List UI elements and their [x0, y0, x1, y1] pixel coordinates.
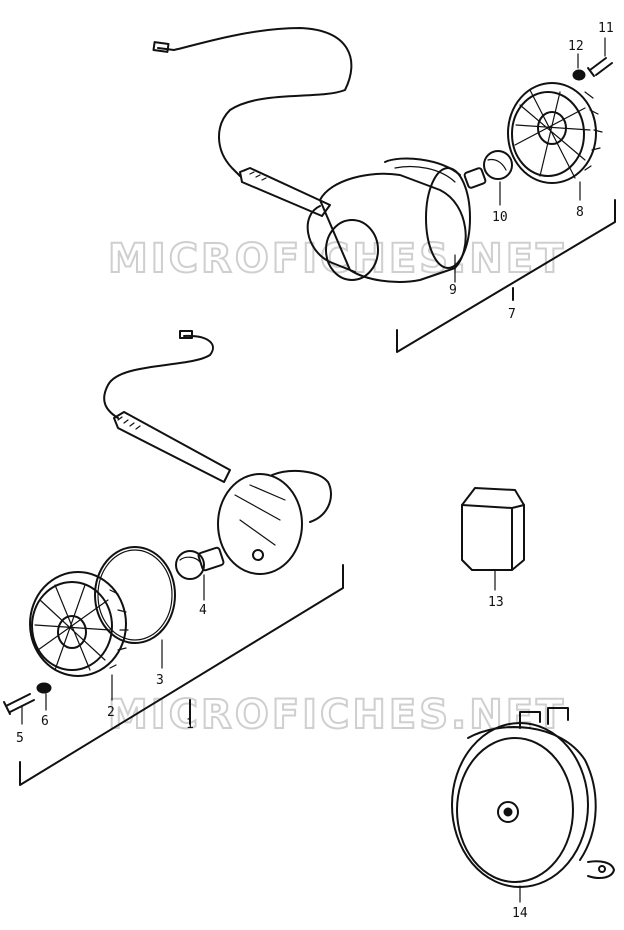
lower-stem-thread — [117, 416, 141, 430]
bracket-7 — [396, 199, 616, 353]
label-8: 8 — [576, 205, 584, 220]
part-4-bulb — [175, 546, 225, 580]
upper-turn-signal-assembly — [152, 27, 616, 353]
horn-terminals — [519, 707, 569, 729]
label-12: 12 — [568, 39, 584, 54]
part-11-screw — [587, 57, 613, 77]
label-3: 3 — [156, 673, 164, 688]
lower-wire — [103, 334, 214, 419]
part-10-bulb — [463, 150, 513, 189]
lower-wire-terminal — [179, 330, 193, 339]
watermark-bottom: MICROFICHES.NET — [108, 692, 566, 738]
label-9: 9 — [449, 283, 457, 298]
lower-turn-signal-assembly — [3, 330, 344, 786]
label-7: 7 — [508, 307, 516, 322]
label-6: 6 — [41, 714, 49, 729]
label-13: 13 — [488, 595, 504, 610]
upper-wire — [157, 27, 353, 177]
part-5-screw — [3, 693, 35, 715]
label-4: 4 — [199, 603, 207, 618]
label-5: 5 — [16, 731, 24, 746]
part-2-lens — [29, 571, 129, 677]
watermark-top: MICROFICHES.NET — [108, 236, 566, 282]
label-1: 1 — [186, 717, 194, 732]
part-8-lens — [507, 82, 603, 184]
part-12-washer — [572, 69, 586, 81]
horn-bracket-tab — [587, 860, 615, 879]
lower-stem — [113, 411, 231, 483]
label-11: 11 — [598, 21, 614, 36]
upper-stem-thread — [243, 168, 267, 181]
bracket-1 — [19, 564, 344, 786]
part-9-housing — [306, 157, 471, 283]
part-3-o-ring — [94, 546, 176, 644]
part-14-horn — [451, 707, 615, 903]
part-housing-lower — [217, 469, 332, 575]
part-6-washer — [36, 682, 52, 694]
label-10: 10 — [492, 210, 508, 225]
part-13-relay — [461, 487, 525, 591]
label-14: 14 — [512, 906, 528, 921]
label-2: 2 — [107, 705, 115, 720]
upper-wire-terminal — [152, 41, 170, 53]
